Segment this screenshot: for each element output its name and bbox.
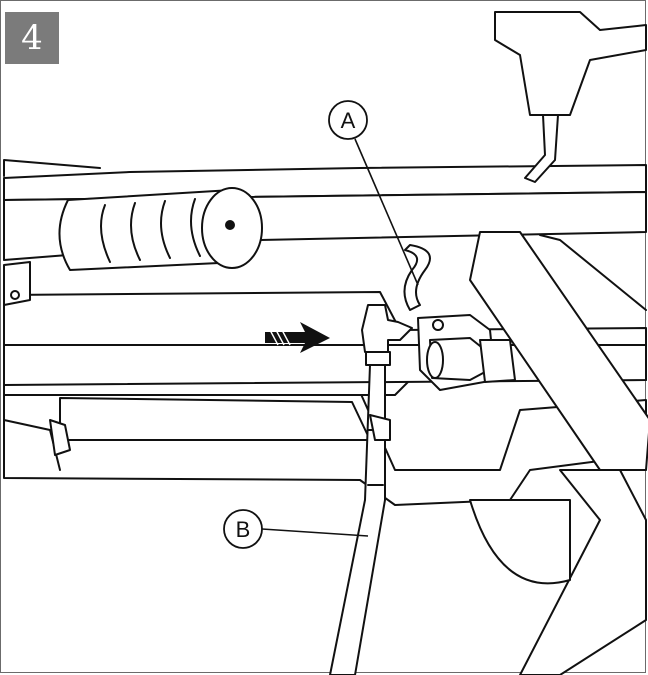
lower-base-beam [3, 384, 647, 506]
step-number-badge: 4 [5, 12, 59, 64]
rear-disc [469, 499, 571, 585]
direction-arrow [265, 322, 330, 353]
cable [329, 364, 386, 675]
callout-b: B [223, 509, 369, 549]
callout-a: A [328, 100, 419, 286]
handle-bar [494, 11, 647, 116]
handle-stem [524, 114, 559, 183]
rear-leg [519, 469, 647, 675]
cable-connector [361, 304, 413, 353]
spring-clip [403, 244, 431, 311]
support-leg [469, 231, 648, 471]
callout-b-label: B [236, 517, 251, 542]
foam-roller [58, 187, 263, 271]
callout-a-label: A [341, 108, 356, 133]
